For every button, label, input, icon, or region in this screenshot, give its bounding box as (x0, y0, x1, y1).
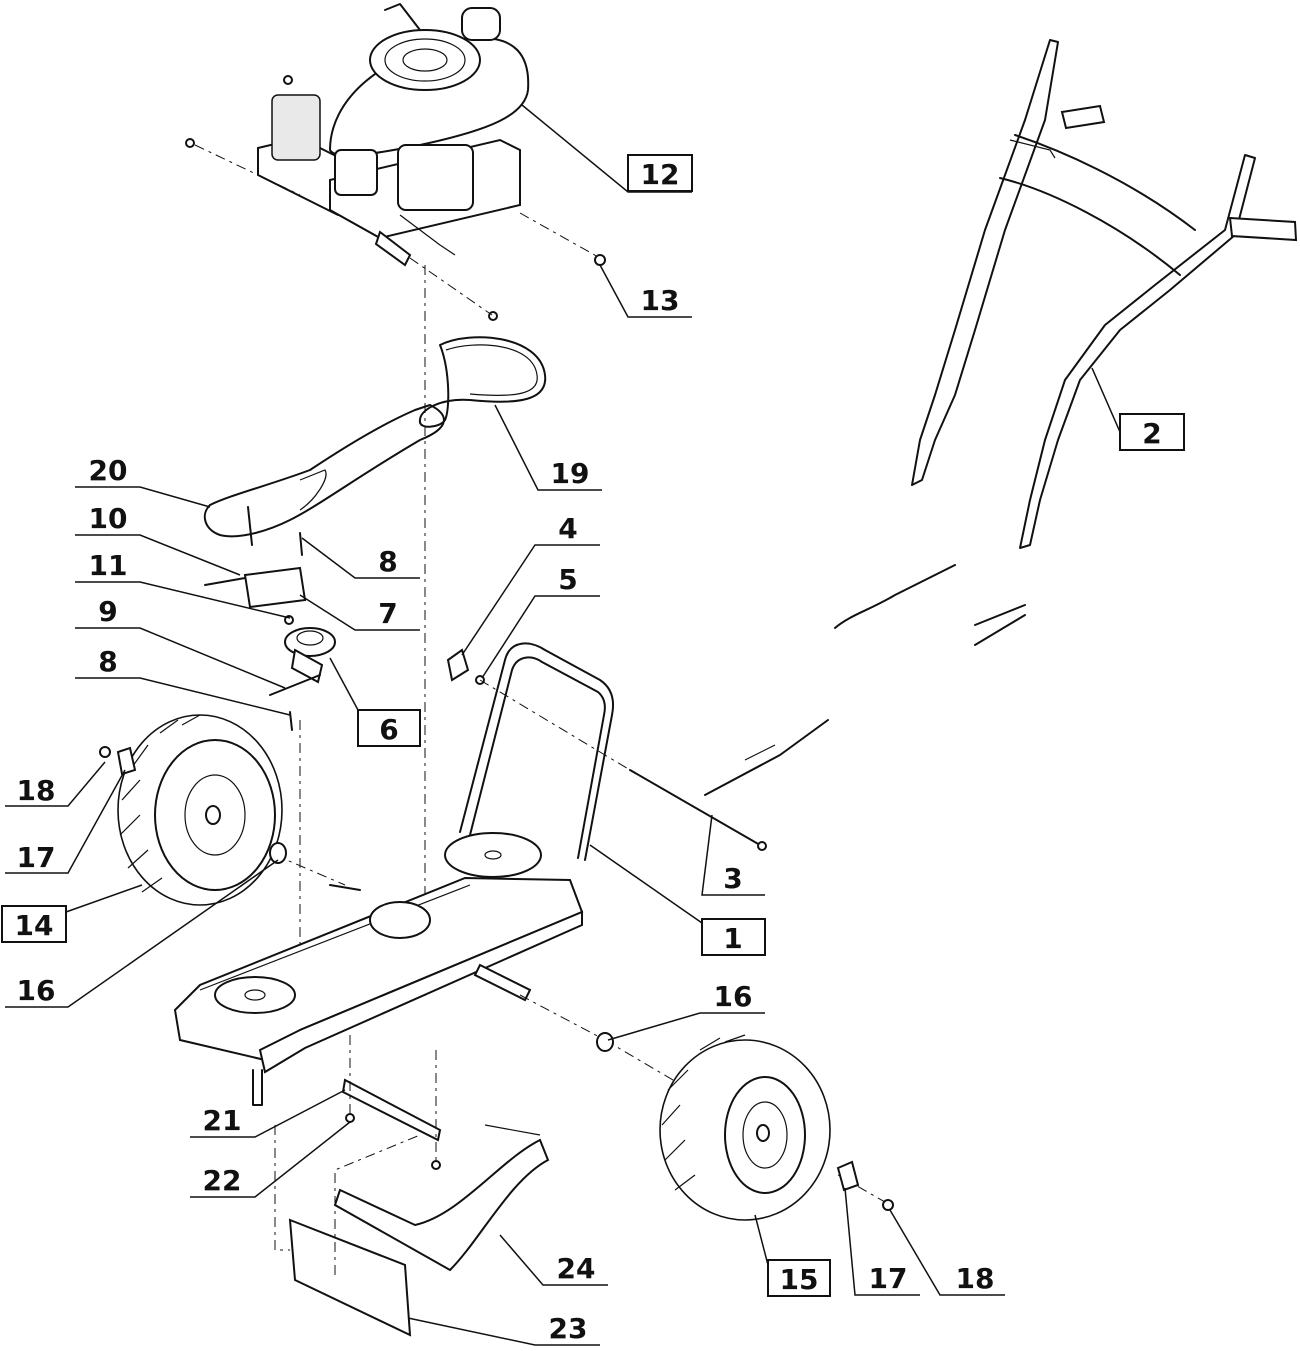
callout-11: 11 (89, 549, 128, 582)
callout-10: 10 (89, 502, 128, 535)
tensioner-assembly (204, 506, 336, 731)
svg-text:20: 20 (89, 454, 128, 487)
handlebar-assembly (911, 39, 1298, 549)
svg-text:17: 17 (869, 1262, 908, 1295)
svg-text:21: 21 (203, 1104, 242, 1137)
callout-1: 1 (701, 918, 766, 956)
svg-text:19: 19 (551, 457, 590, 490)
svg-text:8: 8 (98, 645, 117, 678)
svg-text:10: 10 (89, 502, 128, 535)
svg-text:24: 24 (557, 1252, 596, 1285)
engine-assembly (185, 3, 606, 321)
leader-lines (5, 104, 1121, 1346)
callout-8-upper: 8 (378, 545, 397, 578)
callout-labels: 12 13 2 19 20 10 8 11 7 9 (1, 154, 1185, 1345)
svg-text:15: 15 (780, 1263, 819, 1296)
callout-12: 12 (627, 154, 693, 192)
callout-20: 20 (89, 454, 128, 487)
svg-text:23: 23 (549, 1312, 588, 1345)
svg-text:7: 7 (378, 597, 397, 630)
callout-8-lower: 8 (98, 645, 117, 678)
svg-text:14: 14 (15, 909, 54, 942)
callout-22: 22 (203, 1164, 242, 1197)
svg-text:3: 3 (723, 862, 742, 895)
callout-16-right: 16 (714, 980, 753, 1013)
svg-text:5: 5 (558, 563, 577, 596)
svg-text:22: 22 (203, 1164, 242, 1197)
callout-4: 4 (558, 512, 577, 545)
right-wheel (596, 1032, 894, 1221)
callout-17-right: 17 (869, 1262, 908, 1295)
callout-16-left: 16 (17, 974, 56, 1007)
svg-text:13: 13 (641, 284, 680, 317)
callout-13: 13 (641, 284, 680, 317)
callout-9: 9 (98, 595, 117, 628)
callout-6: 6 (357, 709, 421, 747)
svg-text:16: 16 (17, 974, 56, 1007)
svg-text:16: 16 (714, 980, 753, 1013)
drive-belts (203, 336, 547, 538)
svg-text:1: 1 (723, 922, 742, 955)
callout-2: 2 (1119, 413, 1185, 451)
callout-24: 24 (557, 1252, 596, 1285)
left-wheel (99, 714, 287, 906)
svg-text:9: 9 (98, 595, 117, 628)
callout-18-right: 18 (956, 1262, 995, 1295)
bottom-shields (288, 1078, 550, 1337)
callout-21: 21 (203, 1104, 242, 1137)
callout-15: 15 (767, 1259, 831, 1297)
callout-5: 5 (558, 563, 577, 596)
svg-text:12: 12 (641, 158, 680, 191)
callout-17-left: 17 (17, 841, 56, 874)
callout-23: 23 (549, 1312, 588, 1345)
callout-18-left: 18 (17, 774, 56, 807)
svg-text:11: 11 (89, 549, 128, 582)
svg-text:8: 8 (378, 545, 397, 578)
svg-text:2: 2 (1142, 417, 1161, 450)
svg-text:18: 18 (17, 774, 56, 807)
svg-text:18: 18 (956, 1262, 995, 1295)
callout-19: 19 (551, 457, 590, 490)
svg-text:6: 6 (379, 713, 398, 746)
svg-text:17: 17 (17, 841, 56, 874)
callout-7: 7 (378, 597, 397, 630)
chassis-frame (173, 642, 615, 1106)
svg-text:4: 4 (558, 512, 577, 545)
callout-3: 3 (723, 862, 742, 895)
callout-14: 14 (1, 905, 67, 943)
